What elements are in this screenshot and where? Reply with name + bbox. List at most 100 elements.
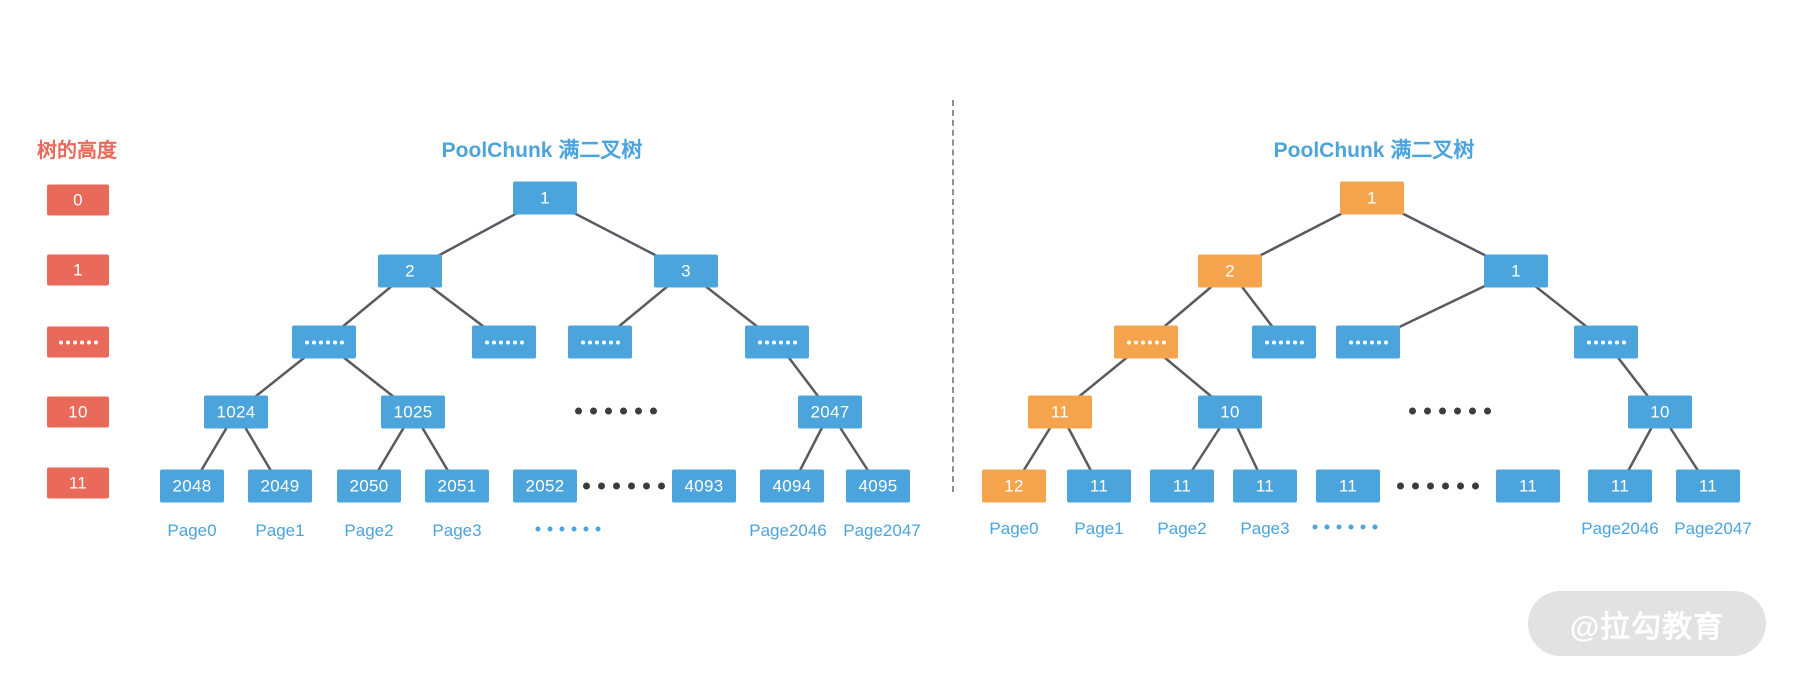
page-label: Page0 xyxy=(167,521,217,540)
right-tree-node: 12 xyxy=(982,469,1046,503)
dot xyxy=(1409,407,1416,415)
right-tree-node: 10 xyxy=(1198,395,1262,429)
ellipsis-dot xyxy=(1278,340,1283,344)
tree-height-legend-title: 树的高度 xyxy=(37,140,117,162)
right-tree-node xyxy=(1336,325,1400,359)
dot xyxy=(658,482,665,490)
ellipsis-dot xyxy=(325,340,330,344)
dot xyxy=(583,526,589,532)
watermark-badge: @拉勾教育 xyxy=(1528,591,1766,656)
page-ellipsis-dots xyxy=(1312,524,1378,530)
dot xyxy=(1442,482,1449,490)
page-label: Page3 xyxy=(432,521,482,540)
right-tree-node: 11 xyxy=(1233,469,1297,503)
ellipsis-dot xyxy=(778,340,783,344)
ellipsis-dot xyxy=(1133,340,1138,344)
left-tree-node xyxy=(745,325,809,359)
ellipsis-dot xyxy=(601,340,606,344)
left-tree-node: 4094 xyxy=(760,469,824,503)
ellipsis-dot xyxy=(79,340,84,344)
left-tree-title: PoolChunk 满二叉树 xyxy=(441,139,643,162)
height-legend-box: 1 xyxy=(47,254,109,286)
page-label: Page1 xyxy=(255,521,305,540)
panel-divider xyxy=(952,100,954,492)
left-tree-node: 1 xyxy=(513,181,577,215)
ellipsis-dot xyxy=(608,340,613,344)
right-tree-node: 11 xyxy=(1496,469,1560,503)
ellipsis-dot xyxy=(304,340,309,344)
right-tree-node: 11 xyxy=(1588,469,1652,503)
left-tree-node: 2052 xyxy=(513,469,577,503)
dot xyxy=(628,482,635,490)
ellipsis-dot xyxy=(785,340,790,344)
ellipsis-dot xyxy=(1607,340,1612,344)
ellipsis-dot xyxy=(1593,340,1598,344)
dot xyxy=(635,407,642,415)
right-tree-node: 1 xyxy=(1340,181,1404,215)
ellipsis-dot xyxy=(332,340,337,344)
dot xyxy=(1457,482,1464,490)
dot xyxy=(598,482,605,490)
dot xyxy=(590,407,597,415)
left-tree-node: 2050 xyxy=(337,469,401,503)
left-tree-node: 1025 xyxy=(381,395,445,429)
dot xyxy=(620,407,627,415)
right-tree-node xyxy=(1574,325,1638,359)
ellipsis-dot xyxy=(1383,340,1388,344)
dot xyxy=(643,482,650,490)
dot xyxy=(1324,524,1330,530)
left-tree-node: 2049 xyxy=(248,469,312,503)
ellipsis-dot xyxy=(1600,340,1605,344)
ellipsis-dot xyxy=(1362,340,1367,344)
page-label: Page2 xyxy=(344,521,394,540)
dot xyxy=(613,482,620,490)
dot xyxy=(1372,524,1378,530)
ellipsis-dot xyxy=(1355,340,1360,344)
dot xyxy=(1439,407,1446,415)
height-legend-box: 11 xyxy=(47,467,109,499)
ellipsis-dots xyxy=(575,407,657,415)
left-tree-node: 1024 xyxy=(204,395,268,429)
left-tree-node: 2 xyxy=(378,254,442,288)
right-tree-node: 11 xyxy=(1316,469,1380,503)
dot xyxy=(1472,482,1479,490)
ellipsis-dot xyxy=(757,340,762,344)
ellipsis-dot xyxy=(764,340,769,344)
dot xyxy=(575,407,582,415)
ellipsis-dot xyxy=(1614,340,1619,344)
dot xyxy=(1336,524,1342,530)
right-tree-node: 10 xyxy=(1628,395,1692,429)
ellipsis-dot xyxy=(587,340,592,344)
ellipsis-dot xyxy=(615,340,620,344)
ellipsis-dot xyxy=(311,340,316,344)
dot xyxy=(1427,482,1434,490)
ellipsis-dot xyxy=(1292,340,1297,344)
ellipsis-dot xyxy=(1285,340,1290,344)
ellipsis-dot xyxy=(65,340,70,344)
ellipsis-dot xyxy=(1348,340,1353,344)
left-tree-node: 2047 xyxy=(798,395,862,429)
dot xyxy=(1348,524,1354,530)
ellipsis-dots xyxy=(583,482,665,490)
page-ellipsis-dots xyxy=(535,526,601,532)
left-tree-node xyxy=(292,325,356,359)
dot xyxy=(1469,407,1476,415)
page-label: Page2047 xyxy=(1674,519,1752,538)
ellipsis-dot xyxy=(72,340,77,344)
right-tree-node: 11 xyxy=(1028,395,1092,429)
ellipsis-dot xyxy=(318,340,323,344)
ellipsis-dot xyxy=(491,340,496,344)
page-label: Page0 xyxy=(989,519,1039,538)
ellipsis-dot xyxy=(484,340,489,344)
right-tree-node: 11 xyxy=(1067,469,1131,503)
page-label: Page3 xyxy=(1240,519,1290,538)
ellipsis-dot xyxy=(594,340,599,344)
right-tree-node: 1 xyxy=(1484,254,1548,288)
right-tree-title: PoolChunk 满二叉树 xyxy=(1273,139,1475,162)
dot xyxy=(535,526,541,532)
ellipsis-dot xyxy=(93,340,98,344)
left-tree-node: 4095 xyxy=(846,469,910,503)
dot xyxy=(650,407,657,415)
ellipsis-dot xyxy=(1147,340,1152,344)
ellipsis-dot xyxy=(1154,340,1159,344)
